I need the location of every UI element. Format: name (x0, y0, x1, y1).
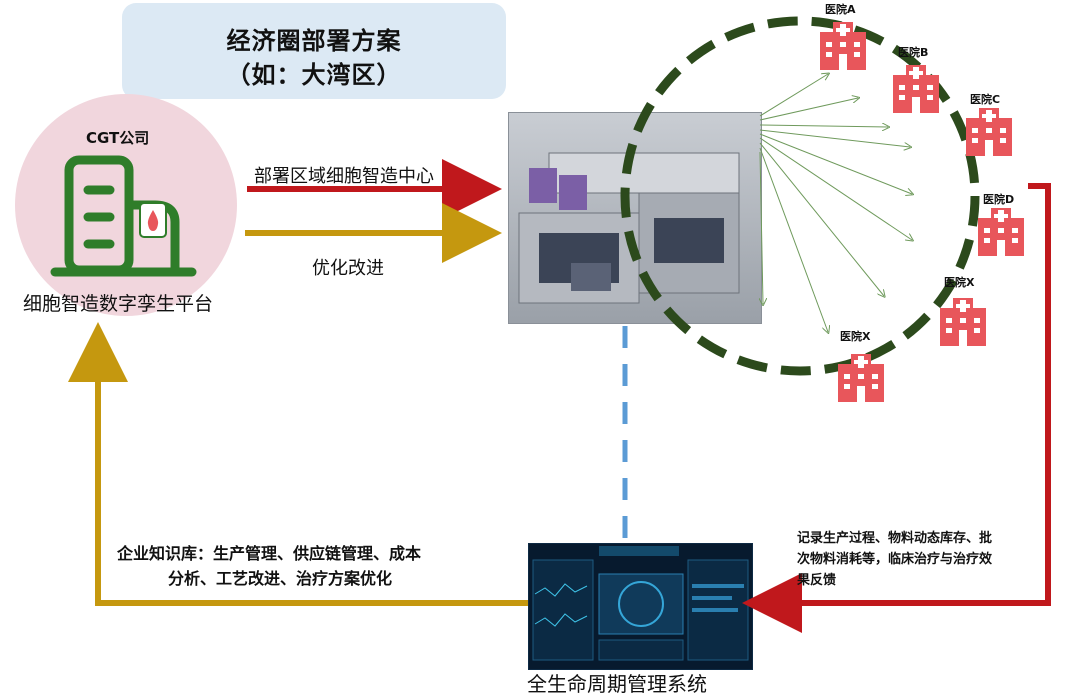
hospital-icon (820, 22, 866, 70)
hospital-label-a: 医院A (825, 3, 856, 16)
deploy-label: 部署区域细胞智造中心 (254, 166, 434, 187)
hospital-icon (940, 298, 986, 346)
knowledge-label-line2: 分析、工艺改进、治疗方案优化 (168, 569, 393, 588)
hospital-label-x2: 医院X (840, 330, 871, 343)
record-label-line3: 果反馈 (797, 573, 837, 588)
knowledge-label-line1: 企业知识库：生产管理、供应链管理、成本 (117, 544, 422, 563)
dashboard-image (528, 543, 753, 670)
hospital-icon (893, 65, 939, 113)
hospital-label-b: 医院B (898, 46, 929, 59)
hospital-label-d: 医院D (983, 193, 1015, 206)
company-name: CGT公司 (86, 129, 150, 147)
optimize-label: 优化改进 (312, 258, 384, 279)
record-label-line1: 记录生产过程、物料动态库存、批 (797, 531, 993, 546)
title-line-1: 经济圈部署方案 (226, 27, 402, 55)
title-box: 经济圈部署方案 （如：大湾区） (122, 3, 506, 99)
lifecycle-label: 全生命周期管理系统 (527, 672, 707, 696)
title-line-2: （如：大湾区） (226, 61, 402, 89)
hospital-icon (966, 108, 1012, 156)
record-label-line2: 次物料消耗等，临床治疗与治疗效 (797, 552, 993, 567)
hospital-icon (838, 354, 884, 402)
hospital-icon (978, 208, 1024, 256)
distribution-fan (760, 74, 912, 332)
hospital-label-c: 医院C (970, 93, 1001, 106)
platform-label: 细胞智造数字孪生平台 (23, 293, 214, 315)
hospital-label-x1: 医院X (944, 276, 975, 289)
factory-image (508, 112, 762, 324)
